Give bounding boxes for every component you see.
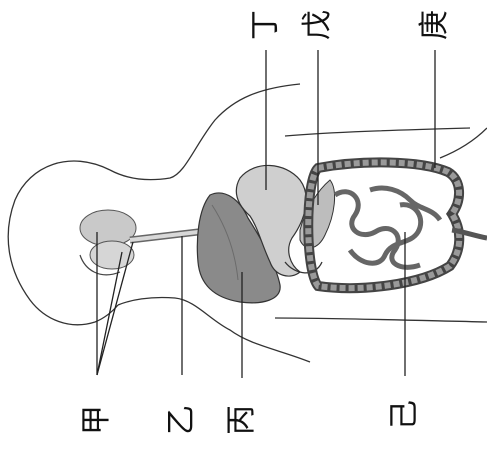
label-wu: 戊	[303, 5, 333, 45]
label-geng: 庚	[420, 5, 450, 45]
label-bing: 丙	[227, 400, 257, 440]
label-yi: 乙	[167, 400, 197, 440]
large-intestine	[308, 162, 487, 288]
label-ji: 己	[390, 395, 420, 435]
label-ding: 丁	[251, 5, 281, 45]
small-intestine	[335, 188, 440, 267]
mouth-throat	[80, 210, 136, 275]
label-jia: 甲	[82, 400, 112, 440]
